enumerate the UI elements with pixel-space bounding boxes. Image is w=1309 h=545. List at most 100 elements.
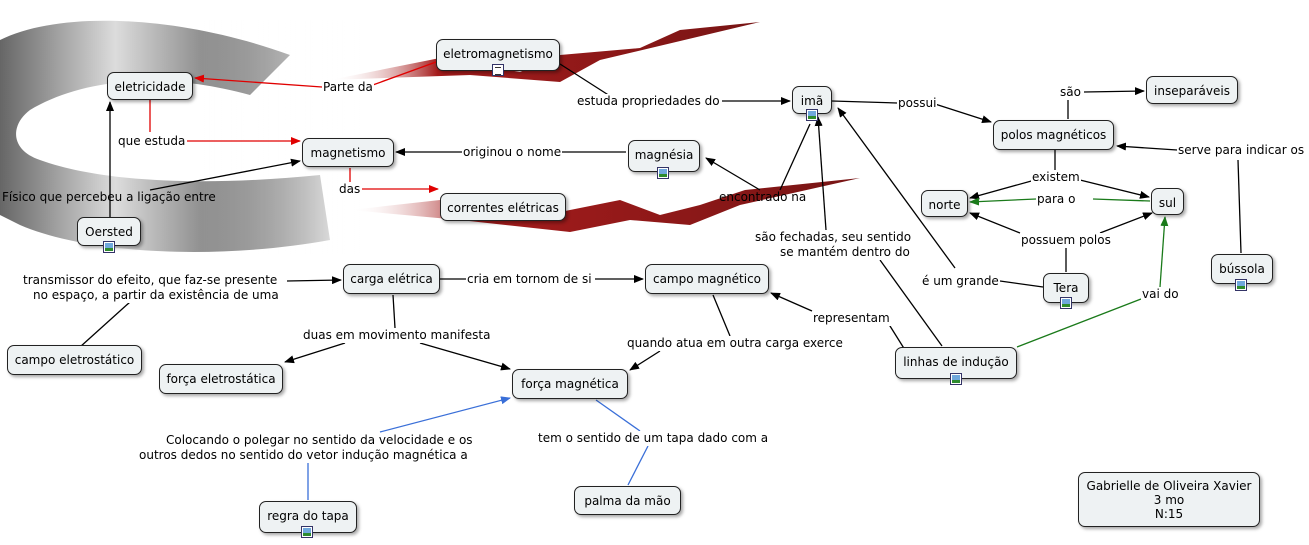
node-campo-magnetico[interactable]: campo magnético [645,264,769,294]
edge-quando-forca [629,350,661,371]
node-label: magnetismo [310,146,386,160]
node-magnetismo[interactable]: magnetismo [302,138,394,167]
link-duas-em-movimento: duas em movimento manifesta [302,328,492,343]
image-icon[interactable] [1235,279,1247,291]
node-label: eletromagnetismo [443,47,553,61]
node-label: linhas de indução [903,355,1009,369]
link-estuda-propriedades-do: estuda propriedades do [576,94,721,109]
link-transmissor-2: no espaço, a partir da existência de uma [32,288,280,303]
edge-possuem-norte [969,212,1021,234]
node-polos-magneticos[interactable]: polos magnéticos [993,120,1114,150]
edge-carga-duas [392,294,396,329]
edge-linhas-vai-do [1016,298,1142,348]
edge-fisico-magnetismo [149,158,301,191]
image-icon[interactable] [103,241,115,253]
link-sao-fechadas-1: são fechadas, seu sentido [754,230,913,245]
edge-campo-eletrostatico-transmissor [79,301,131,348]
edge-ima-possui [831,100,898,104]
node-label: campo eletrostático [14,353,135,367]
edge-e-um-grande-ima [837,107,956,269]
link-parte-da: Parte da [322,80,374,95]
edges [79,61,1242,500]
node-label: regra do tapa [267,509,349,523]
edge-representam-campo [770,292,813,312]
image-icon[interactable] [950,373,962,385]
image-icon[interactable] [1060,297,1072,309]
edge-campo-quando [712,294,731,337]
node-label: Tera [1053,281,1079,295]
author-number: N:15 [1154,507,1184,521]
edge-existem-sul [1079,179,1150,199]
node-sul[interactable]: sul [1151,188,1184,215]
node-label: imã [800,94,824,108]
link-tem-o-sentido: tem o sentido de um tapa dado com a [537,431,770,446]
edge-vai-do-sul [1159,216,1169,288]
link-sao-fechadas-2: se mantém dentro do [779,245,911,260]
author-class: 3 mo [1153,493,1185,507]
link-encontrado-na: encontrado na [719,190,807,204]
edge-parte-da-eletricidade [194,74,323,88]
node-campo-eletrostatico[interactable]: campo eletrostático [7,345,142,375]
link-sao: são [1059,85,1082,100]
link-vai-do: vai do [1141,287,1180,302]
node-palma-da-mao[interactable]: palma da mão [574,486,681,515]
edge-colocando-forca [379,396,511,433]
edge-para-o-norte [969,197,1037,206]
link-quando-atua: quando atua em outra carga exerce [626,336,844,351]
link-das: das [338,182,362,197]
author-info-box: Gabrielle de Oliveira Xavier 3 mo N:15 [1078,472,1260,527]
link-existem: existem [1031,170,1081,185]
node-forca-magnetica[interactable]: força magnética [512,369,628,399]
node-label: bússola [1219,262,1265,276]
link-serve-para-indicar-os: serve para indicar os [1177,143,1306,158]
node-label: eletricidade [114,80,186,94]
link-que-estuda: que estuda [117,134,187,149]
link-representam: representam [812,311,891,326]
node-forca-eletrostatica[interactable]: força eletrostática [159,364,283,394]
link-cria-em-tornom-de-si: cria em tornom de si [466,272,593,287]
edge-eletromagnetismo-parte [369,61,437,87]
link-para-o: para o [1036,192,1077,207]
author-name: Gabrielle de Oliveira Xavier [1086,479,1252,493]
edge-tera-e-um-grande [999,280,1044,288]
edge-duas-forca-eletrostatica [284,342,346,364]
link-possui: possui [897,96,938,111]
edge-tem-o-sentido-palma [627,445,649,486]
edge-existem-norte [969,179,1036,200]
link-colocando-2: outros dedos no sentido do vetor indução… [138,448,469,463]
edge-sao-fechadas-ima [814,116,827,231]
edge-linhas-sao-fechadas [879,259,943,347]
node-eletricidade[interactable]: eletricidade [107,72,193,100]
edge-possuem-sul [1099,212,1153,234]
edge-encontrado-magnesia [705,157,761,191]
document-icon[interactable] [492,64,504,76]
edge-bussola-serve [1237,159,1242,254]
node-label: magnésia [634,148,694,162]
edge-transmissor-carga [286,276,342,285]
link-possuem-polos: possuem polos [1020,233,1112,248]
node-oersted[interactable]: Oersted [77,217,141,246]
node-label: polos magnéticos [1000,128,1107,142]
image-icon[interactable] [657,167,669,179]
link-transmissor-1: transmissor do efeito, que faz-se presen… [22,273,279,288]
node-norte[interactable]: norte [921,190,968,217]
node-magnesia[interactable]: magnésia [628,140,700,172]
node-inseparaveis[interactable]: inseparáveis [1146,76,1238,104]
node-label: norte [928,198,961,212]
image-icon[interactable] [301,526,313,538]
node-label: Oersted [85,225,133,239]
image-icon[interactable] [806,109,818,121]
node-correntes-eletricas[interactable]: correntes elétricas [440,193,566,221]
node-carga-eletrica[interactable]: carga elétrica [343,264,440,294]
edge-possui-polos [934,103,992,124]
node-label: força eletrostática [166,372,276,386]
link-originou-o-nome: originou o nome [462,145,563,160]
link-fisico-que-percebeu: Físico que percebeu a ligação entre [2,190,216,204]
link-colocando-1: Colocando o polegar no sentido da veloci… [165,433,474,448]
edge-forca-tem-o-sentido [595,399,641,432]
edge-serve-polos [1116,142,1178,151]
edge-sul-para-o [1092,198,1151,202]
node-label: palma da mão [584,494,671,508]
link-e-um-grande: é um grande [921,274,1000,289]
node-eletromagnetismo[interactable]: eletromagnetismo [436,39,560,71]
